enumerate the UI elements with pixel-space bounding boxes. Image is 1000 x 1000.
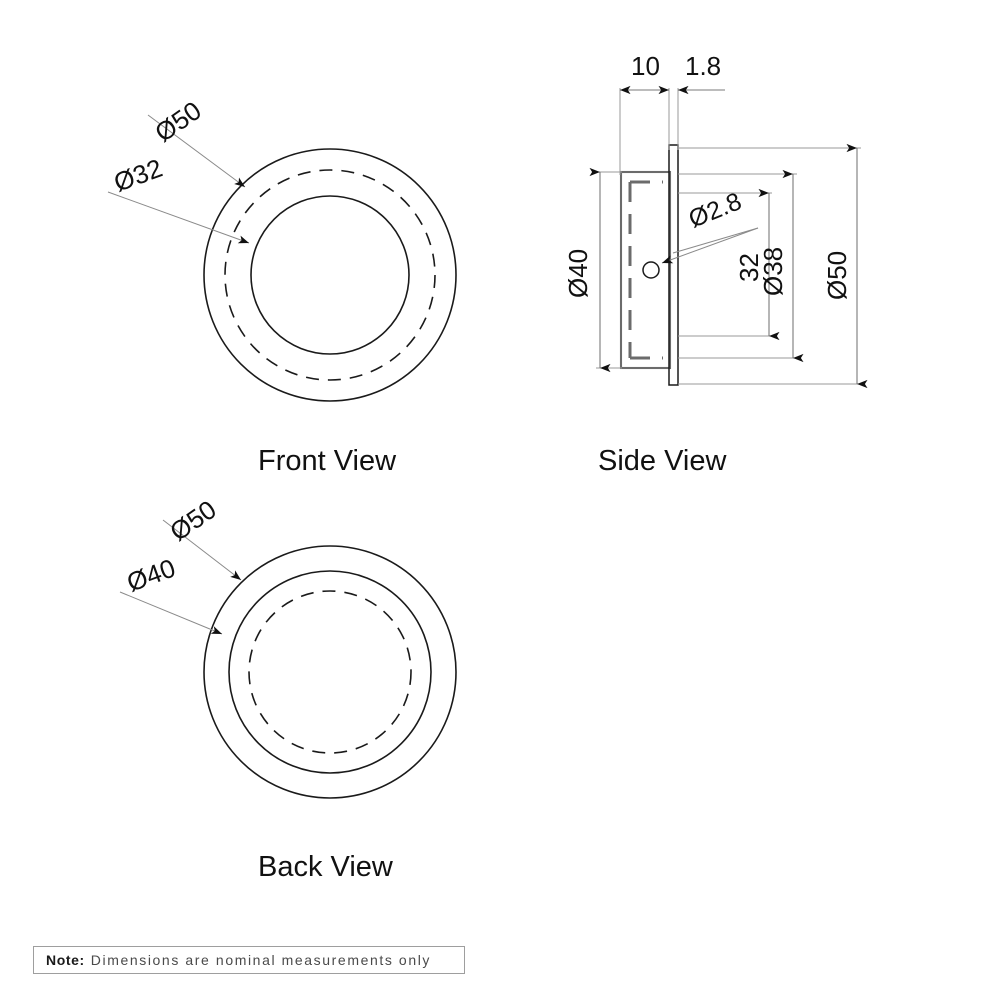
front-bore-leader-line (107, 191, 250, 244)
side-dim-32-label: 32 (734, 253, 764, 282)
side-dim-d38-label: Ø38 (758, 247, 788, 296)
note-box: Note: Dimensions are nominal measurement… (33, 946, 465, 974)
side-dim-d50-label: Ø50 (822, 251, 852, 300)
note-text: Dimensions are nominal measurements only (90, 952, 432, 968)
side-dim-body-length-label: 10 (631, 51, 660, 81)
back-hidden-circle (248, 590, 412, 754)
side-view-label: Side View (598, 445, 727, 477)
front-bore-circle (250, 195, 410, 355)
front-dim-bore-leader (107, 191, 250, 244)
side-body-rect (619, 170, 672, 370)
side-dim-flange-thickness-label: 1.8 (685, 51, 721, 81)
back-dim-outer-label: Ø50 (164, 494, 221, 547)
front-dim-bore-label: Ø32 (110, 153, 166, 198)
side-dim-hole-leader-line (661, 227, 759, 264)
side-hole-circle (642, 261, 660, 279)
front-view-label: Front View (258, 445, 397, 477)
back-dim-inner-label: Ø40 (123, 553, 179, 598)
note-label: Note: (46, 952, 85, 968)
front-dim-outer-label: Ø50 (149, 95, 206, 148)
front-outer-circle (203, 148, 457, 402)
side-dim-d40-label: Ø40 (563, 249, 593, 298)
back-outer-leader-line (162, 519, 242, 581)
side-view-group: 10 1.8 Ø40 Ø2.8 32 Ø38 Ø50 (563, 51, 868, 477)
back-view-group: Ø50 Ø40 Back View (119, 494, 457, 883)
back-view-label: Back View (258, 851, 394, 883)
back-inner-circle (228, 570, 432, 774)
front-dim-outer-leader (147, 114, 246, 188)
back-inner-leader-line (119, 591, 223, 635)
side-dim-hole-leader-tail (672, 227, 759, 254)
front-outer-leader-line (147, 114, 246, 188)
front-view-group: Ø50 Ø32 Front View (107, 95, 457, 477)
side-flange-rect (668, 144, 679, 386)
side-dim-hole-label: Ø2.8 (685, 187, 746, 233)
back-outer-circle (203, 545, 457, 799)
front-hidden-circle (224, 169, 436, 381)
